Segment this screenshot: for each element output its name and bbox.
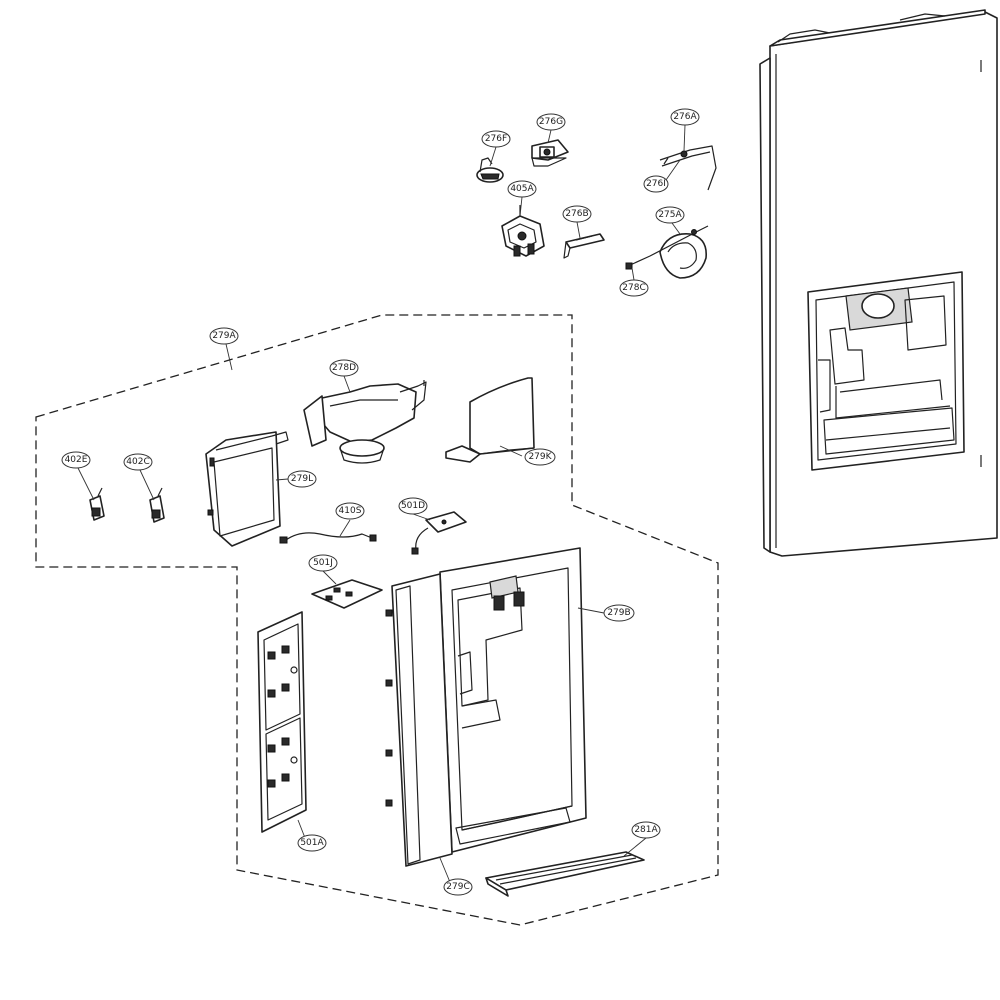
svg-text:501A: 501A: [300, 838, 324, 848]
svg-text:278C: 278C: [622, 283, 645, 293]
part-279K: [445, 377, 535, 463]
callout-501D: 501D: [398, 497, 428, 515]
callout-279A: 279A: [209, 327, 239, 345]
callout-275A: 275A: [655, 206, 685, 224]
svg-text:279C: 279C: [446, 882, 469, 892]
part-279C: [385, 573, 453, 867]
callout-276B: 276B: [562, 205, 592, 223]
part-402C: [149, 487, 165, 523]
svg-text:279B: 279B: [607, 608, 630, 618]
assembly-group-outline: [35, 314, 719, 926]
svg-text:279A: 279A: [212, 331, 236, 341]
svg-text:276B: 276B: [565, 209, 588, 219]
callout-278D: 278D: [329, 359, 359, 377]
svg-text:405A: 405A: [510, 184, 534, 194]
part-276G: [531, 139, 569, 167]
callout-276F: 276F: [481, 130, 511, 148]
callout-279C: 279C: [443, 878, 473, 896]
callout-276G: 276G: [536, 113, 566, 131]
svg-text:410S: 410S: [339, 506, 362, 516]
callout-279K: 279K: [524, 448, 556, 466]
part-281A: [485, 851, 645, 897]
callout-278C: 278C: [619, 279, 649, 297]
part-279L: [205, 431, 289, 547]
callout-402C: 402C: [123, 453, 153, 471]
part-279B: [439, 547, 587, 853]
part-501A: [257, 611, 307, 833]
svg-text:276A: 276A: [673, 112, 697, 122]
callout-279L: 279L: [287, 470, 317, 488]
svg-text:402C: 402C: [126, 457, 149, 467]
part-501D: [411, 511, 467, 555]
svg-text:279K: 279K: [528, 452, 552, 462]
part-402E: [89, 487, 105, 521]
callout-276A: 276A: [670, 108, 700, 126]
callout-405A: 405A: [507, 180, 537, 198]
svg-text:276F: 276F: [485, 134, 507, 144]
part-275A: [625, 225, 709, 279]
svg-text:279L: 279L: [291, 474, 313, 484]
callout-402E: 402E: [61, 451, 91, 469]
svg-text:402E: 402E: [65, 455, 88, 465]
part-501J: [311, 579, 383, 609]
part-276F: [476, 157, 504, 183]
svg-text:278D: 278D: [332, 363, 356, 373]
part-410S: [279, 532, 377, 544]
svg-text:501J: 501J: [313, 558, 333, 568]
part-276A: [659, 145, 717, 191]
part-278D: [303, 380, 427, 464]
svg-text:501D: 501D: [401, 501, 425, 511]
callout-279B: 279B: [603, 604, 635, 622]
part-276B: [563, 233, 605, 259]
svg-text:276G: 276G: [539, 117, 563, 127]
svg-text:275A: 275A: [658, 210, 682, 220]
svg-text:276I: 276I: [646, 179, 666, 189]
refrigerator-door: [759, 9, 998, 557]
callout-501A: 501A: [297, 834, 327, 852]
leader-lines: [77, 124, 686, 888]
callout-501J: 501J: [308, 554, 338, 572]
part-405A: [501, 205, 545, 257]
callout-276I: 276I: [643, 175, 669, 193]
callout-281A: 281A: [631, 821, 661, 839]
callout-410S: 410S: [335, 502, 365, 520]
svg-text:281A: 281A: [634, 825, 658, 835]
